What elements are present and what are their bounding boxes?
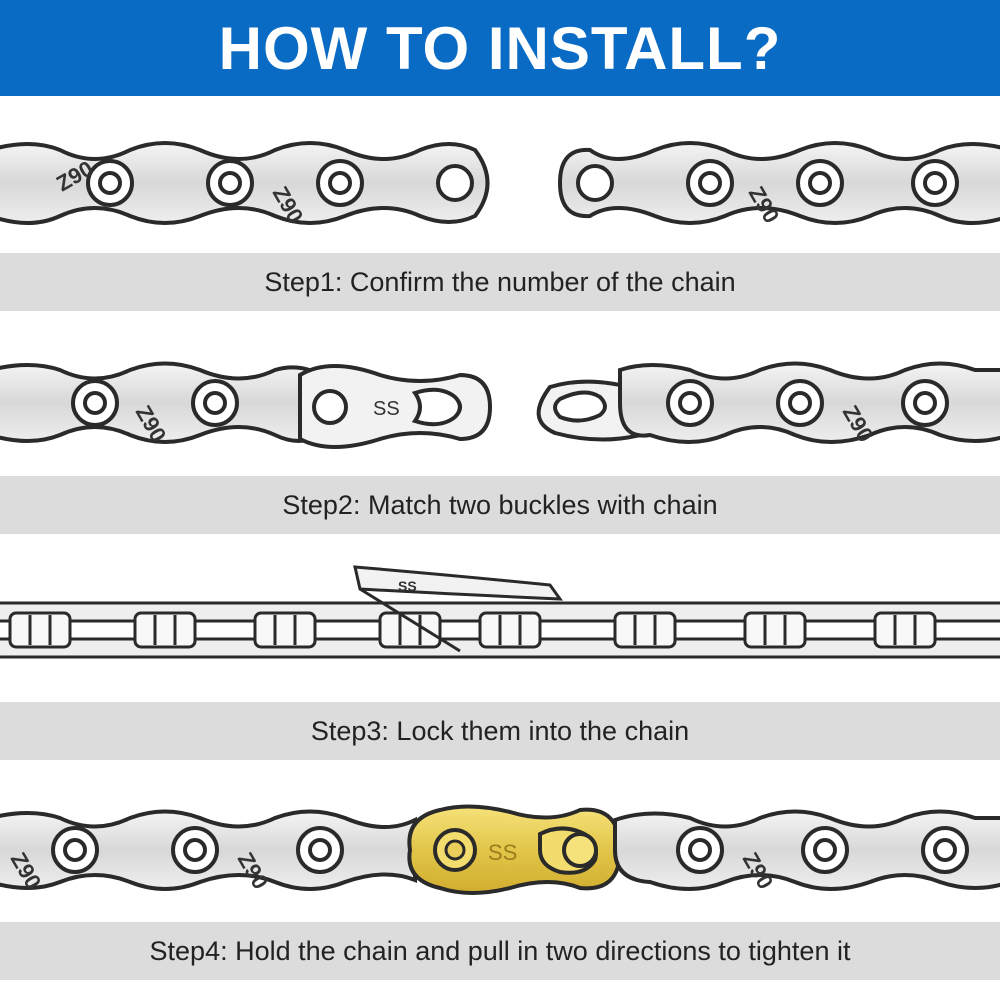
header-banner: HOW TO INSTALL? [0, 0, 1000, 96]
page-title: HOW TO INSTALL? [218, 14, 782, 82]
buckle-mark: SS [398, 578, 417, 594]
step4-chain-illustration: Z90 Z90 SS Z90 [0, 780, 1000, 915]
step2-label: Step2: Match two buckles with chain [282, 489, 718, 520]
step3-caption-band: Step3: Lock them into the chain [0, 702, 1000, 760]
step3-label: Step3: Lock them into the chain [310, 715, 690, 746]
step1-chain-illustration: Z90 Z90 Z90 [0, 108, 1000, 248]
step1-label: Step1: Confirm the number of the chain [264, 266, 736, 297]
step2-caption-band: Step2: Match two buckles with chain [0, 476, 1000, 534]
step3-chain-illustration: SS [0, 555, 1000, 685]
step1-caption-band: Step1: Confirm the number of the chain [0, 253, 1000, 311]
gold-link-mark: SS [488, 840, 517, 865]
chain-side-locking-svg: SS [0, 565, 1000, 659]
step4-label: Step4: Hold the chain and pull in two di… [149, 935, 851, 966]
step4-caption-band: Step4: Hold the chain and pull in two di… [0, 922, 1000, 980]
chain-gold-link-svg: Z90 Z90 SS Z90 [0, 804, 1000, 895]
chain-open-ends-svg: Z90 Z90 Z90 [0, 141, 1000, 227]
buckle-mark: SS [373, 398, 400, 420]
chain-with-buckles-svg: Z90 SS Z90 [0, 361, 1000, 449]
step2-chain-illustration: Z90 SS Z90 [0, 335, 1000, 465]
